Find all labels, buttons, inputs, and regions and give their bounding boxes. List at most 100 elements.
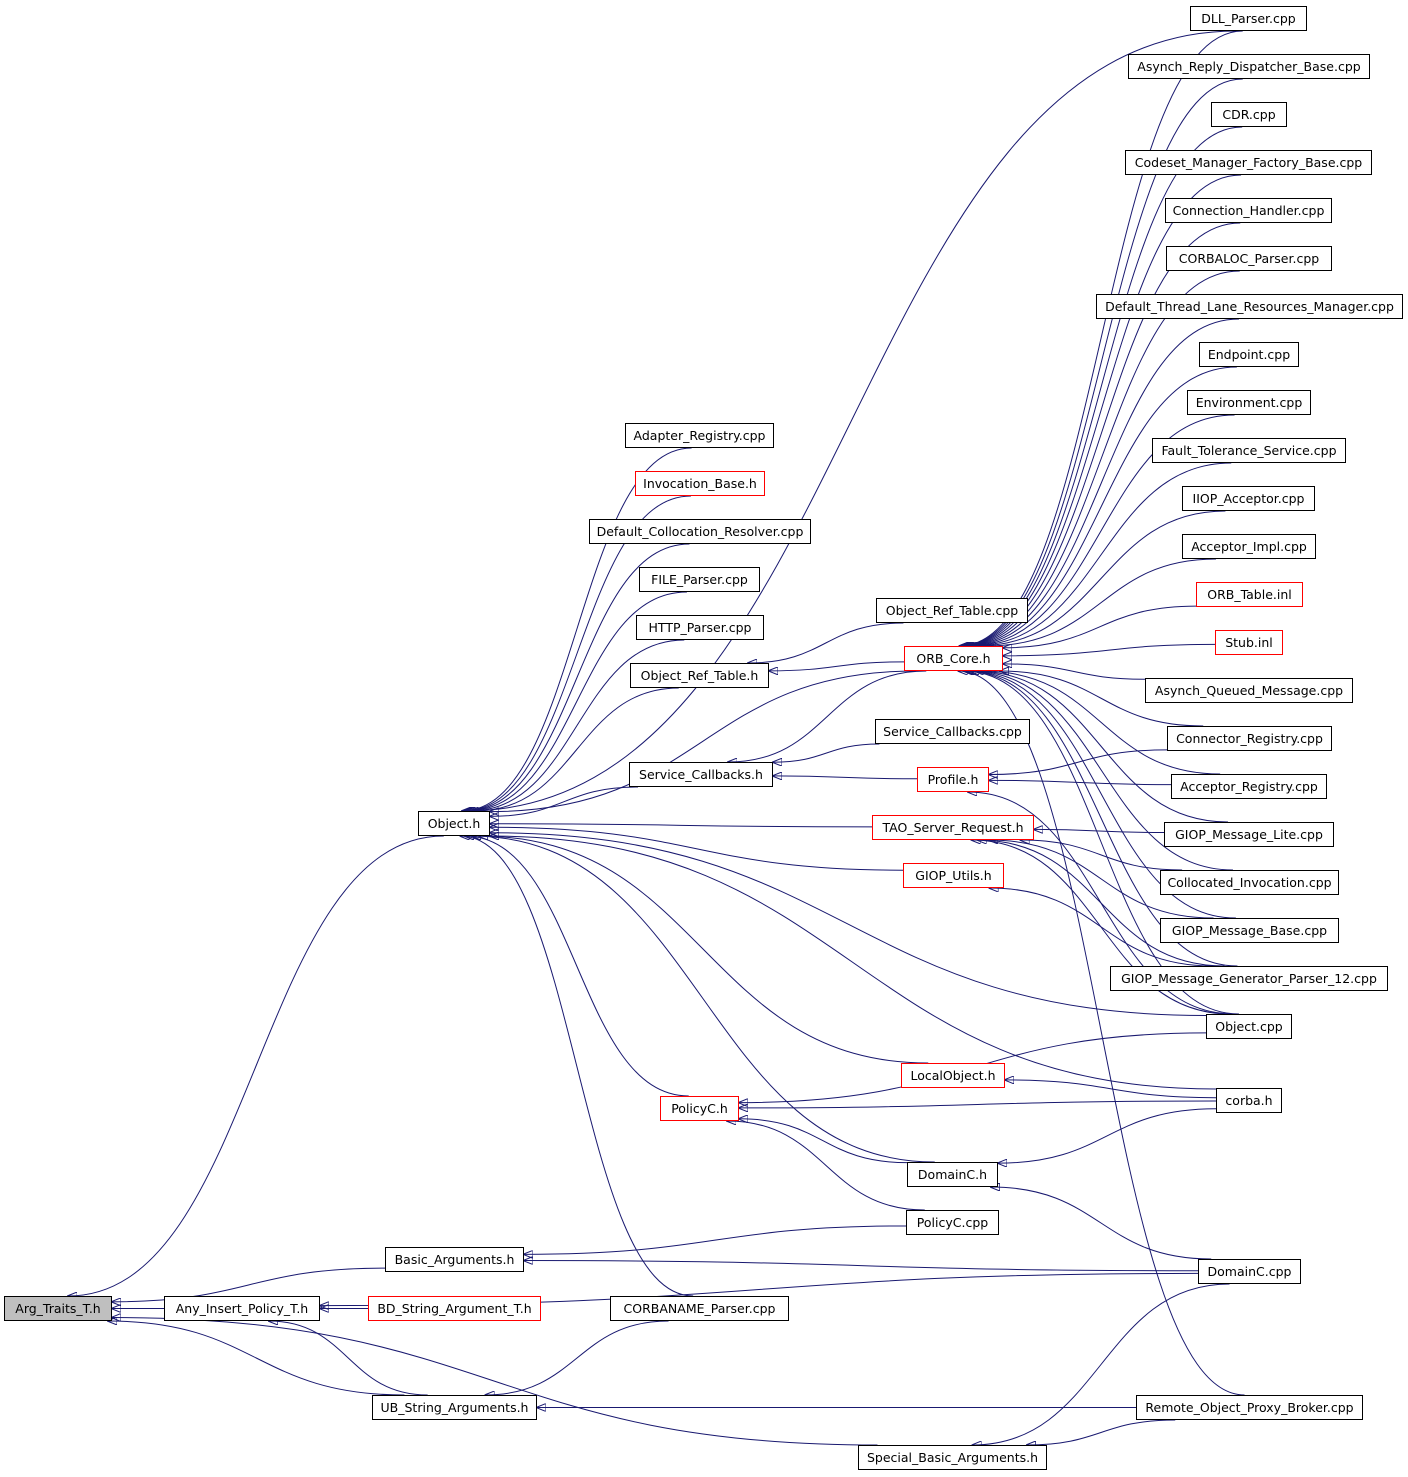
node-stub-inl[interactable]: Stub.inl xyxy=(1215,630,1283,655)
edge-object_cpp-to-orb_core xyxy=(964,671,1239,1015)
edge-connector_registry-to-profile_h xyxy=(989,749,1168,775)
edge-connector_registry-to-orb_core xyxy=(1000,671,1204,727)
node-collocated-invocation-cpp[interactable]: Collocated_Invocation.cpp xyxy=(1160,870,1339,895)
node-http-parser-cpp[interactable]: HTTP_Parser.cpp xyxy=(636,615,764,640)
edge-iiop_acceptor-to-orb_core xyxy=(977,510,1226,646)
node-ub-string-arguments-h[interactable]: UB_String_Arguments.h xyxy=(372,1395,537,1420)
node-object-ref-table-cpp[interactable]: Object_Ref_Table.cpp xyxy=(876,598,1028,623)
node-orb-core-h[interactable]: ORB_Core.h xyxy=(904,646,1003,671)
edge-policyc_h-to-object_h xyxy=(465,836,689,1097)
edge-remote_proxy-to-special_basic xyxy=(1027,1419,1176,1445)
node-policyc-h[interactable]: PolicyC.h xyxy=(660,1096,739,1121)
node-domainc-h[interactable]: DomainC.h xyxy=(907,1162,998,1187)
node-file-parser-cpp[interactable]: FILE_Parser.cpp xyxy=(639,567,760,592)
node-adapter-registry-cpp[interactable]: Adapter_Registry.cpp xyxy=(625,423,774,448)
node-object-ref-table-h[interactable]: Object_Ref_Table.h xyxy=(630,663,769,688)
edge-domainc_cpp-to-basic_args xyxy=(524,1261,1199,1272)
node-acceptor-impl-cpp[interactable]: Acceptor_Impl.cpp xyxy=(1182,534,1316,559)
node-bd-string-argument-t-h[interactable]: BD_String_Argument_T.h xyxy=(368,1296,541,1321)
edge-domainc_cpp-to-special_basic xyxy=(972,1283,1230,1445)
node-any-insert-policy-t-h[interactable]: Any_Insert_Policy_T.h xyxy=(164,1296,320,1321)
node-basic-arguments-h[interactable]: Basic_Arguments.h xyxy=(385,1247,524,1272)
node-giop-message-lite-cpp[interactable]: GIOP_Message_Lite.cpp xyxy=(1164,822,1334,847)
edge-ub_string-to-arg_traits xyxy=(108,1321,405,1396)
edge-asynch_queued-to-orb_core xyxy=(1003,664,1146,680)
node-dll-parser-cpp[interactable]: DLL_Parser.cpp xyxy=(1190,6,1307,31)
edge-localobject-to-object_h xyxy=(479,836,929,1064)
edge-corba_h-to-object_h xyxy=(490,836,1217,1090)
node-asynch-queued-message-cpp[interactable]: Asynch_Queued_Message.cpp xyxy=(1145,678,1353,703)
edge-special_basic-to-arg_traits xyxy=(112,1317,878,1446)
edge-service_callbacks_h-to-object_h xyxy=(490,786,638,816)
edge-orb_core-to-service_callbacks_h xyxy=(728,670,927,762)
node-localobject-h[interactable]: LocalObject.h xyxy=(901,1063,1005,1088)
node-giop-message-generator-parser-12-cpp[interactable]: GIOP_Message_Generator_Parser_12.cpp xyxy=(1110,966,1388,991)
node-corbaname-parser-cpp[interactable]: CORBANAME_Parser.cpp xyxy=(610,1296,789,1321)
edge-tao_server_request-to-object_h xyxy=(490,824,873,827)
edge-corbaname-to-ub_string xyxy=(485,1320,669,1395)
node-cdr-cpp[interactable]: CDR.cpp xyxy=(1211,102,1287,127)
edge-giop_lite-to-tao_server_request xyxy=(1034,829,1165,832)
edge-default_thread-to-orb_core xyxy=(964,318,1239,646)
edge-object_ref_table_cpp-to-object_ref_table_h xyxy=(748,622,904,663)
node-object-cpp[interactable]: Object.cpp xyxy=(1206,1014,1292,1039)
edge-fault_tolerance-to-orb_core xyxy=(971,462,1232,646)
node-asynch-reply-dispatcher-base-cpp[interactable]: Asynch_Reply_Dispatcher_Base.cpp xyxy=(1128,54,1370,79)
edge-giop_generator-to-giop_utils xyxy=(989,888,1214,967)
edge-orb_core-to-object_ref_table_h xyxy=(769,661,905,671)
node-connection-handler-cpp[interactable]: Connection_Handler.cpp xyxy=(1165,198,1332,223)
node-fault-tolerance-service-cpp[interactable]: Fault_Tolerance_Service.cpp xyxy=(1152,438,1346,463)
node-giop-utils-h[interactable]: GIOP_Utils.h xyxy=(903,863,1004,888)
node-invocation-base-h[interactable]: Invocation_Base.h xyxy=(635,471,765,496)
node-domainc-cpp[interactable]: DomainC.cpp xyxy=(1198,1259,1301,1284)
edge-giop_utils-to-object_h xyxy=(490,827,904,871)
edge-corbaname-to-object_h xyxy=(460,836,694,1297)
edge-giop_lite-to-orb_core xyxy=(974,671,1229,823)
node-object-h[interactable]: Object.h xyxy=(418,811,490,836)
node-endpoint-cpp[interactable]: Endpoint.cpp xyxy=(1199,342,1299,367)
edge-endpoint-to-orb_core xyxy=(966,366,1237,646)
edge-acceptor_impl-to-orb_core xyxy=(986,558,1217,646)
node-corbaloc-parser-cpp[interactable]: CORBALOC_Parser.cpp xyxy=(1166,246,1332,271)
node-service-callbacks-cpp[interactable]: Service_Callbacks.cpp xyxy=(875,719,1030,744)
edge-remote_proxy-to-orb_core xyxy=(958,671,1245,1396)
node-default-collocation-resolver-cpp[interactable]: Default_Collocation_Resolver.cpp xyxy=(589,519,811,544)
edge-domainc_h-to-object_h xyxy=(472,836,935,1163)
edge-acceptor_registry-to-profile_h xyxy=(989,780,1172,786)
edge-object_h-to-arg_traits xyxy=(68,835,444,1296)
node-codeset-manager-factory-base-cpp[interactable]: Codeset_Manager_Factory_Base.cpp xyxy=(1125,150,1372,175)
edge-orb_table-to-orb_core xyxy=(1003,605,1197,648)
node-environment-cpp[interactable]: Environment.cpp xyxy=(1187,390,1311,415)
edge-file_parser-to-object_h xyxy=(467,591,687,811)
edge-policyc_cpp-to-basic_args xyxy=(524,1225,907,1254)
node-acceptor-registry-cpp[interactable]: Acceptor_Registry.cpp xyxy=(1171,774,1327,799)
edge-corba_h-to-localobject xyxy=(1005,1080,1217,1099)
edge-collocated_invocation-to-tao_server_request xyxy=(1020,840,1183,871)
node-service-callbacks-h[interactable]: Service_Callbacks.h xyxy=(629,762,773,787)
edge-corbaloc-to-orb_core xyxy=(963,270,1240,646)
edge-giop_generator-to-orb_core xyxy=(965,671,1238,967)
node-remote-object-proxy-broker-cpp[interactable]: Remote_Object_Proxy_Broker.cpp xyxy=(1136,1395,1363,1420)
node-profile-h[interactable]: Profile.h xyxy=(917,767,989,792)
node-orb-table-inl[interactable]: ORB_Table.inl xyxy=(1196,582,1303,607)
node-connector-registry-cpp[interactable]: Connector_Registry.cpp xyxy=(1167,726,1332,751)
node-giop-message-base-cpp[interactable]: GIOP_Message_Base.cpp xyxy=(1160,918,1339,943)
edge-service_callbacks_cpp-to-service_callbacks_h xyxy=(773,743,880,762)
edge-dll_parser-to-object_h xyxy=(466,30,1237,811)
edge-giop_base-to-tao_server_request xyxy=(989,840,1214,919)
node-policyc-cpp[interactable]: PolicyC.cpp xyxy=(906,1210,999,1235)
node-corba-h[interactable]: corba.h xyxy=(1216,1088,1282,1113)
edge-policyc_cpp-to-policyc_h xyxy=(727,1121,925,1211)
node-tao-server-request-h[interactable]: TAO_Server_Request.h xyxy=(872,815,1034,840)
edge-object_ref_table_h-to-object_h xyxy=(475,687,679,811)
node-default-thread-lane-resources-manager-cpp[interactable]: Default_Thread_Lane_Resources_Manager.cp… xyxy=(1096,294,1403,319)
edge-acceptor_registry-to-orb_core xyxy=(982,671,1221,775)
edge-ub_string-to-any_insert xyxy=(269,1321,428,1396)
node-special-basic-arguments-h[interactable]: Special_Basic_Arguments.h xyxy=(858,1445,1047,1470)
edge-http_parser-to-object_h xyxy=(470,639,685,811)
node-iiop-acceptor-cpp[interactable]: IIOP_Acceptor.cpp xyxy=(1182,486,1315,511)
edge-environment-to-orb_core xyxy=(968,414,1235,646)
edge-basic_args-to-arg_traits xyxy=(112,1267,386,1302)
